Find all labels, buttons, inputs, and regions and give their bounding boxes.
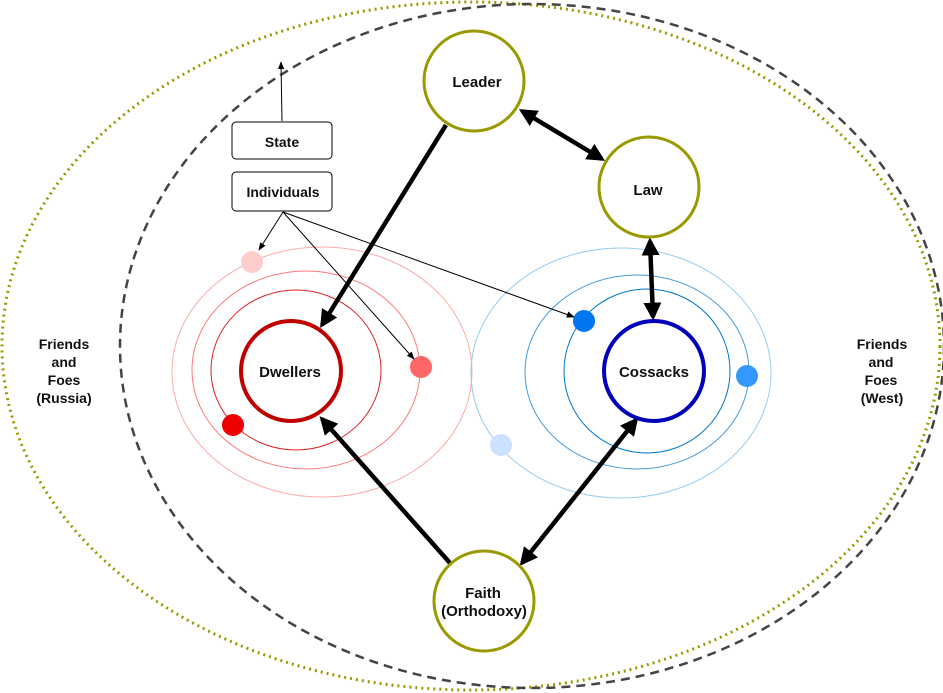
dwellers-node: Dwellers xyxy=(239,319,343,423)
svg-text:and: and xyxy=(52,354,77,370)
left-side-label: Friends and Foes (Russia) xyxy=(36,336,91,406)
light-red-dot xyxy=(410,356,432,378)
svg-text:and: and xyxy=(869,354,894,370)
individuals-label: Individuals xyxy=(246,184,319,200)
red-dot xyxy=(222,414,244,436)
faith-node: Faith (Orthodoxy) xyxy=(432,549,536,653)
leader-label: Leader xyxy=(452,74,501,91)
svg-text:Foes: Foes xyxy=(865,372,898,388)
cossacks-label: Cossacks xyxy=(619,364,689,381)
light-blue-dot xyxy=(736,365,758,387)
svg-text:Friends: Friends xyxy=(39,336,90,352)
faith-label-line2: (Orthodoxy) xyxy=(441,603,527,620)
individuals-box: Individuals xyxy=(231,171,333,212)
faith-cossacks-arrow xyxy=(519,417,639,566)
svg-text:(Russia): (Russia) xyxy=(36,390,91,406)
state-arrow xyxy=(277,61,285,122)
cossacks-node: Cossacks xyxy=(602,319,706,423)
law-label: Law xyxy=(633,182,663,199)
state-box: State xyxy=(231,121,333,160)
faith-label-line1: Faith xyxy=(465,585,501,602)
svg-text:Friends: Friends xyxy=(857,336,908,352)
svg-text:Foes: Foes xyxy=(48,372,81,388)
state-label: State xyxy=(265,134,299,150)
pale-red-dot xyxy=(241,251,263,273)
law-node: Law xyxy=(597,135,701,239)
thick-arrows xyxy=(319,109,662,566)
pale-blue-dot xyxy=(490,434,512,456)
leader-law-arrow xyxy=(518,109,606,161)
law-cossacks-arrow xyxy=(641,237,662,321)
leader-dwellers-arrow xyxy=(320,123,448,329)
svg-text:(West): (West) xyxy=(861,390,904,406)
inner-boundary-ellipse xyxy=(118,2,943,690)
leader-node: Leader xyxy=(422,29,526,133)
faith-dwellers-arrow xyxy=(319,416,452,565)
right-side-label: Friends and Foes (West) xyxy=(857,336,908,406)
dwellers-label: Dwellers xyxy=(259,364,321,381)
blue-dot xyxy=(573,310,595,332)
